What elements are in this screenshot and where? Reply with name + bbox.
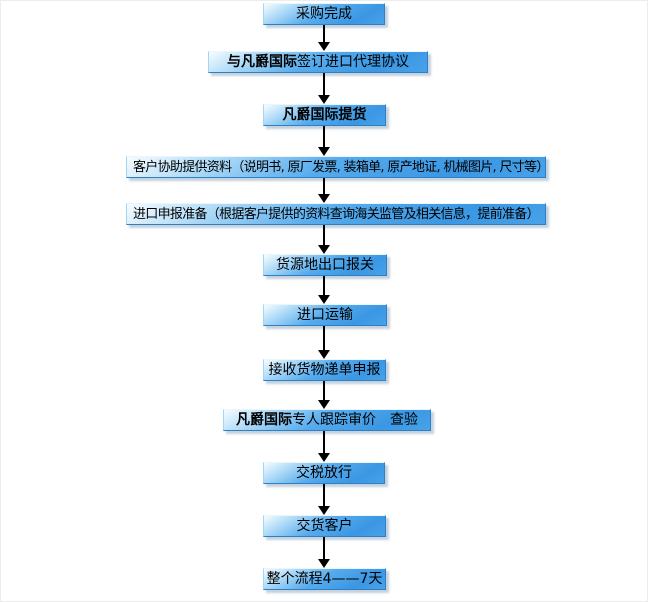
arrow-shaft — [322, 225, 325, 247]
flow-step-2-bold-label: 与凡爵国际 — [227, 54, 297, 70]
flow-arrow-8 — [317, 381, 330, 409]
arrow-shaft — [322, 431, 325, 455]
flow-step-3: 凡爵国际提货 — [263, 104, 386, 126]
arrow-down-icon — [317, 245, 330, 254]
arrow-shaft — [322, 381, 325, 402]
flow-arrow-5 — [317, 225, 330, 254]
arrow-shaft — [322, 73, 325, 97]
flow-step-8-label: 接收货物递单申报 — [268, 362, 381, 378]
flow-step-10: 交税放行 — [263, 462, 385, 484]
arrow-down-icon — [317, 194, 330, 203]
arrow-shaft — [322, 178, 325, 196]
flow-step-4: 客户协助提供资料（说明书, 原厂发票, 装箱单, 原产地证, 机械图片, 尺寸等… — [126, 156, 549, 178]
arrow-down-icon — [317, 295, 330, 304]
arrow-shaft — [322, 25, 325, 44]
flow-step-5: 进口申报准备（根据客户提供的资料查询海关监管及相关信息，提前准备） — [126, 203, 546, 225]
flow-arrow-7 — [317, 326, 330, 359]
arrow-down-icon — [317, 506, 330, 515]
flow-arrow-11 — [317, 537, 330, 568]
arrow-down-icon — [317, 95, 330, 104]
flow-step-12: 整个流程4——7天 — [263, 568, 386, 590]
flow-step-10-label: 交税放行 — [296, 465, 352, 481]
arrow-down-icon — [317, 147, 330, 156]
flow-step-2-label: 签订进口代理协议 — [297, 54, 409, 70]
flow-step-1: 采购完成 — [263, 3, 385, 25]
arrow-down-icon — [317, 42, 330, 51]
flow-step-6: 货源地出口报关 — [263, 254, 387, 276]
flow-step-7: 进口运输 — [263, 304, 387, 326]
flow-step-1-label: 采购完成 — [296, 6, 352, 22]
flow-arrow-6 — [317, 276, 330, 304]
arrow-down-icon — [317, 350, 330, 359]
flow-step-3-bold-label: 凡爵国际提货 — [282, 107, 367, 123]
flow-step-5-label: 进口申报准备（根据客户提供的资料查询海关监管及相关信息，提前准备） — [133, 206, 540, 222]
flow-arrow-2 — [317, 73, 330, 104]
arrow-down-icon — [317, 400, 330, 409]
flow-step-8: 接收货物递单申报 — [263, 359, 386, 381]
flow-step-12-label: 整个流程4——7天 — [266, 571, 383, 587]
flow-step-9: 凡爵国际专人跟踪审价 查验 — [223, 409, 431, 431]
flow-step-2: 与凡爵国际签订进口代理协议 — [208, 51, 428, 73]
arrow-shaft — [322, 126, 325, 149]
flow-step-6-label: 货源地出口报关 — [276, 257, 374, 273]
arrow-down-icon — [317, 559, 330, 568]
flow-step-11-label: 交货客户 — [296, 518, 353, 534]
flow-step-9-bold-label: 凡爵国际 — [236, 412, 292, 428]
flow-arrow-3 — [317, 126, 330, 156]
arrow-shaft — [322, 326, 325, 352]
arrow-shaft — [322, 484, 325, 508]
flow-step-9-label: 专人跟踪审价 查验 — [292, 412, 418, 428]
arrow-down-icon — [317, 453, 330, 462]
flow-arrow-4 — [317, 178, 330, 203]
flow-arrow-10 — [317, 484, 330, 515]
arrow-shaft — [322, 276, 325, 297]
arrow-shaft — [322, 537, 325, 561]
flow-arrow-1 — [317, 25, 330, 51]
flow-step-7-label: 进口运输 — [297, 307, 353, 323]
flow-step-11: 交货客户 — [263, 515, 386, 537]
flow-arrow-9 — [317, 431, 330, 462]
flow-step-4-label: 客户协助提供资料（说明书, 原厂发票, 装箱单, 原产地证, 机械图片, 尺寸等… — [133, 159, 549, 175]
